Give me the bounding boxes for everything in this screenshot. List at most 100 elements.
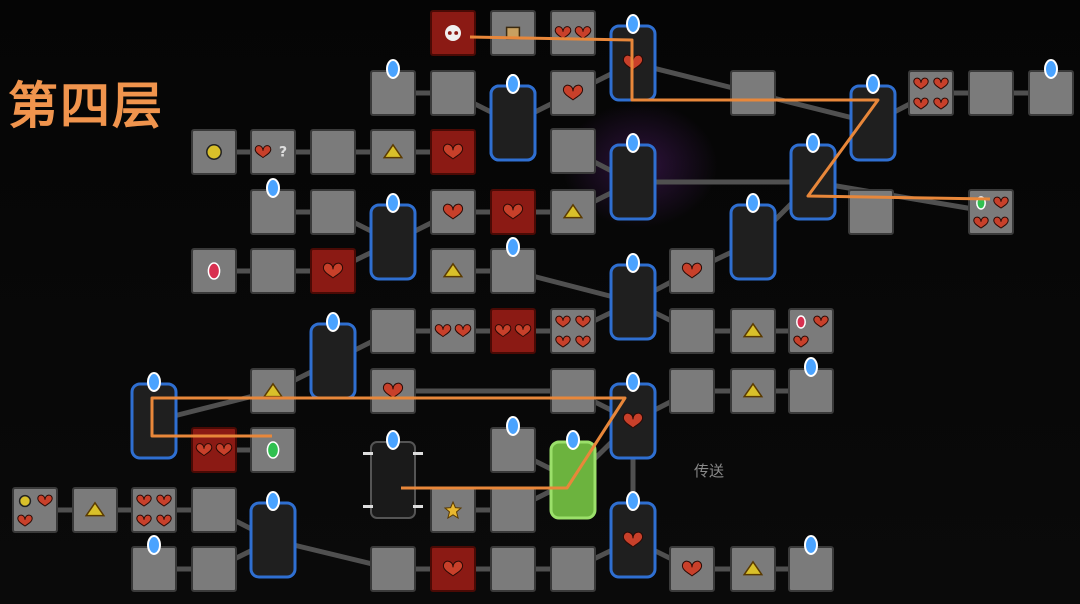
- map-node[interactable]: [249, 491, 297, 579]
- map-node[interactable]: [430, 70, 476, 116]
- node-tile: [250, 129, 296, 175]
- gem-icon: [626, 133, 640, 153]
- map-node[interactable]: [250, 427, 296, 473]
- map-node[interactable]: [729, 193, 777, 281]
- map-node[interactable]: [131, 487, 177, 533]
- map-node[interactable]: [363, 430, 423, 519]
- map-node[interactable]: [12, 487, 58, 533]
- map-node[interactable]: [370, 308, 416, 354]
- map-node[interactable]: [550, 70, 596, 116]
- map-node[interactable]: [369, 193, 417, 281]
- map-node[interactable]: [849, 74, 897, 162]
- heart-icon: [454, 324, 472, 338]
- node-tile: [430, 70, 476, 116]
- map-node[interactable]: [250, 178, 296, 235]
- map-node[interactable]: [430, 546, 476, 592]
- node-tile: [849, 84, 897, 162]
- map-node[interactable]: [191, 427, 237, 473]
- map-node[interactable]: [550, 10, 596, 56]
- map-node[interactable]: [490, 308, 536, 354]
- heart-icon: [933, 97, 949, 110]
- map-node[interactable]: [730, 546, 776, 592]
- node-tile: [12, 487, 58, 533]
- node-tile: [730, 70, 776, 116]
- map-node[interactable]: [430, 248, 476, 294]
- map-node[interactable]: [309, 312, 357, 400]
- map-node[interactable]: [550, 308, 596, 354]
- map-node[interactable]: [430, 10, 476, 56]
- map-node[interactable]: [730, 368, 776, 414]
- map-node[interactable]: [250, 368, 296, 414]
- map-node[interactable]: [370, 59, 416, 116]
- map-node[interactable]: [669, 308, 715, 354]
- map-node[interactable]: [968, 189, 1014, 235]
- map-node[interactable]: [550, 189, 596, 235]
- map-node[interactable]: [191, 487, 237, 533]
- map-node[interactable]: [130, 372, 178, 460]
- map-node[interactable]: [310, 189, 356, 235]
- heart-icon: [322, 262, 344, 279]
- map-node[interactable]: [730, 308, 776, 354]
- heart-icon: [254, 145, 272, 159]
- map-node[interactable]: [788, 357, 834, 414]
- map-node[interactable]: [191, 248, 237, 294]
- node-tile: [968, 189, 1014, 235]
- map-node[interactable]: [669, 368, 715, 414]
- node-tile: [191, 487, 237, 533]
- map-node[interactable]: [191, 546, 237, 592]
- map-node[interactable]: [490, 237, 536, 294]
- map-node[interactable]: [430, 189, 476, 235]
- node-tile: [550, 308, 596, 354]
- map-node[interactable]: [1028, 59, 1074, 116]
- map-node[interactable]: [669, 248, 715, 294]
- map-node[interactable]: [788, 308, 834, 354]
- map-node[interactable]: [430, 308, 476, 354]
- node-tile: [669, 308, 715, 354]
- map-node[interactable]: [730, 70, 776, 116]
- map-node[interactable]: [370, 129, 416, 175]
- map-node[interactable]: [191, 129, 237, 175]
- heart-icon: [973, 216, 989, 229]
- map-node[interactable]: [489, 74, 537, 162]
- map-node[interactable]: [131, 535, 177, 592]
- map-node[interactable]: [550, 128, 596, 174]
- map-node[interactable]: ?: [250, 129, 296, 175]
- map-node[interactable]: [550, 546, 596, 592]
- map-node[interactable]: [609, 372, 657, 460]
- map-node[interactable]: [669, 546, 715, 592]
- map-node[interactable]: [370, 368, 416, 414]
- map-node[interactable]: [550, 368, 596, 414]
- star-icon: [443, 500, 463, 520]
- map-node[interactable]: [549, 430, 597, 520]
- map-node[interactable]: [72, 487, 118, 533]
- map-node[interactable]: [848, 189, 894, 235]
- map-node[interactable]: [490, 416, 536, 473]
- map-node[interactable]: [609, 253, 657, 341]
- map-node[interactable]: [968, 70, 1014, 116]
- map-node[interactable]: [908, 70, 954, 116]
- map-node[interactable]: [789, 133, 837, 221]
- map-node[interactable]: [430, 487, 476, 533]
- node-tile: [550, 128, 596, 174]
- gem-icon: [746, 193, 760, 213]
- map-node[interactable]: [310, 129, 356, 175]
- potion-icon: [206, 144, 222, 160]
- map-node[interactable]: [490, 10, 536, 56]
- map-node[interactable]: [310, 248, 356, 294]
- map-node[interactable]: [609, 133, 657, 221]
- heart-icon: [17, 514, 33, 527]
- map-node[interactable]: [609, 491, 657, 579]
- map-node[interactable]: [490, 189, 536, 235]
- node-tile: [249, 501, 297, 579]
- map-node[interactable]: [430, 129, 476, 175]
- map-node[interactable]: [490, 546, 536, 592]
- heart-icon: [555, 335, 571, 348]
- gem-icon: [386, 430, 400, 450]
- map-node[interactable]: [490, 487, 536, 533]
- heart-icon: [442, 560, 464, 577]
- map-node[interactable]: [788, 535, 834, 592]
- heart-icon: [502, 203, 524, 220]
- map-node[interactable]: [370, 546, 416, 592]
- map-node[interactable]: [250, 248, 296, 294]
- gem-icon: [506, 74, 520, 94]
